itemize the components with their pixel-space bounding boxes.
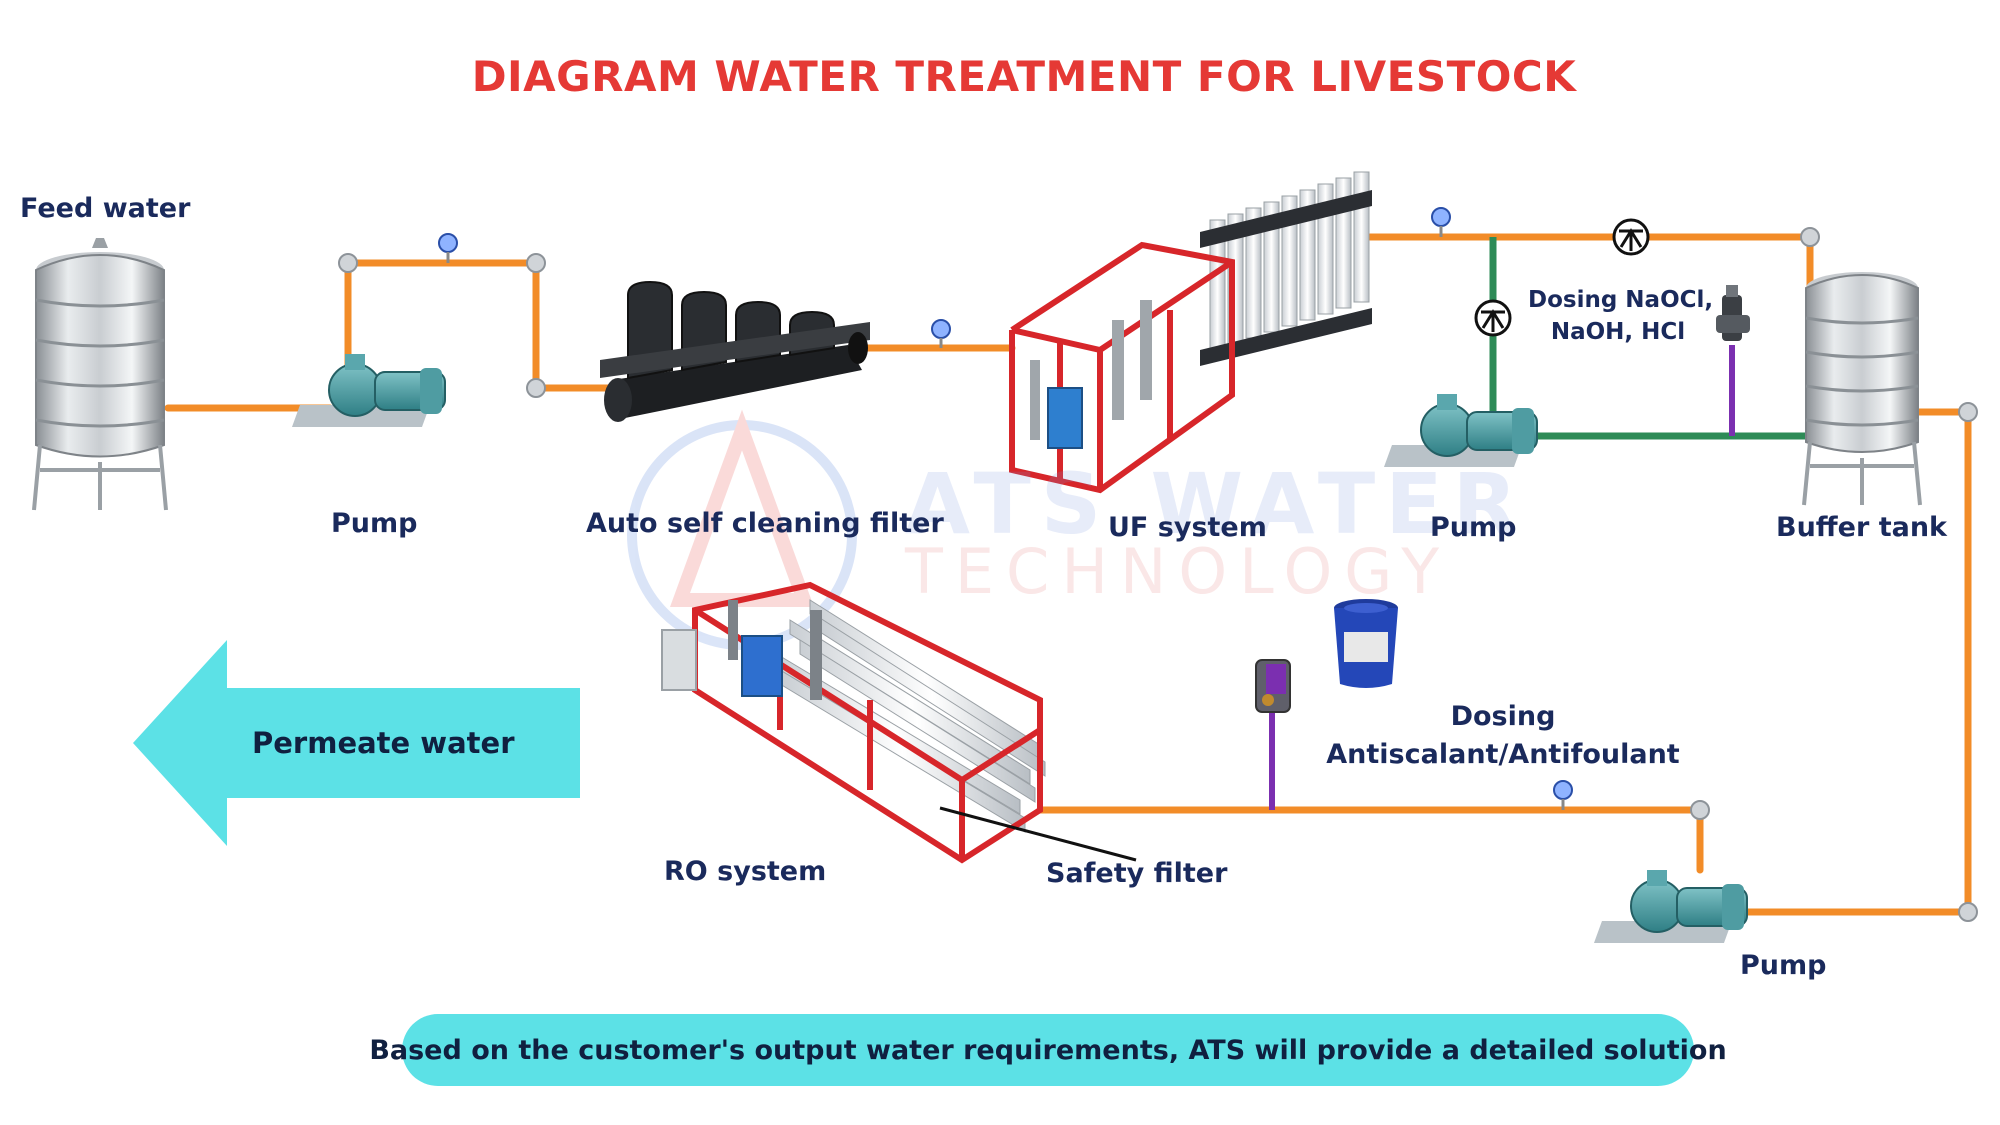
solution-banner: Based on the customer's output water req… [369,1014,1727,1086]
solution-banner-text: Based on the customer's output water req… [369,1034,1727,1066]
valve-icon [1474,299,1512,337]
ro-control-panel [741,635,783,697]
gauge-icon [931,319,951,348]
dosing-pump-naocl [1716,285,1750,341]
label-feed-water: Feed water [20,193,191,224]
label-pump-3: Pump [1740,950,1827,981]
gauge-icon [438,233,458,263]
pipe-uf-to-buffer [1366,233,1814,294]
permeate-arrow [133,640,580,846]
label-dosing-anti-line2: Antiscalant/Antifoulant [1326,739,1680,770]
label-safety-filter: Safety filter [1046,858,1228,889]
pressure-gauges [438,207,1573,810]
gauge-icon [1553,780,1573,810]
gauge-icon [1431,207,1451,237]
label-uf-system: UF system [1108,512,1267,543]
watermark-line-1: ATS WATER [905,455,1528,553]
auto-self-cleaning-filter [600,280,870,422]
label-dosing-naocl-line2: NaOH, HCl [1550,319,1686,345]
pump-1 [291,354,446,427]
label-dosing-antiscalant: Dosing Antiscalant/Antifoulant [1318,698,1688,774]
label-buffer-tank: Buffer tank [1776,512,1948,543]
label-dosing-naocl: Dosing NaOCl, NaOH, HCl [1528,284,1714,348]
feed-water-tank [32,238,168,511]
safety-filter-pointer [939,806,1137,862]
pipe-elbows [338,227,1978,922]
ro-frame [692,581,1043,864]
label-pump-1: Pump [331,508,418,539]
label-permeate-water: Permeate water [252,726,515,760]
valve-icon [1612,218,1650,256]
pump-3 [1593,870,1748,943]
chemical-drum [1334,599,1398,688]
label-pump-2: Pump [1430,512,1517,543]
watermark-line-2: TECHNOLOGY [905,535,1452,608]
dosing-lines [1269,345,1735,810]
label-dosing-anti-line1: Dosing [1450,701,1556,732]
ro-system [661,581,1046,864]
label-ro-system: RO system [664,856,827,887]
uf-control-panel [1047,387,1083,449]
uf-system [1009,171,1372,494]
label-auto-filter: Auto self cleaning filter [586,508,944,539]
label-dosing-naocl-line1: Dosing NaOCl, [1528,287,1714,313]
dosing-pump-antiscalant [1255,659,1291,713]
pump-2 [1383,394,1538,467]
diagram-title: DIAGRAM WATER TREATMENT FOR LIVESTOCK [471,52,1577,101]
pipe-buffer-to-pump3 [1708,408,1972,916]
buffer-tank [1802,272,1922,506]
pipe-pump-to-filter [344,259,616,392]
